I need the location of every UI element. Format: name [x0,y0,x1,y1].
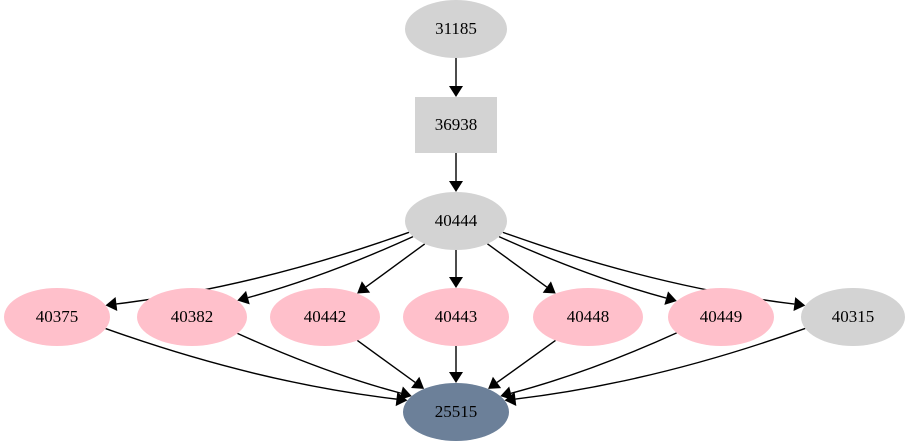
node-ellipse[interactable] [533,288,643,346]
node-ellipse[interactable] [4,288,110,346]
graph-node-40444[interactable]: 40444 [405,192,507,250]
node-ellipse[interactable] [403,383,509,441]
arrow-head-icon [105,297,118,311]
edge-line [237,332,402,394]
edge-40444-to-40449 [498,235,677,305]
graph-node-25515[interactable]: 25515 [403,383,509,441]
edge-40443-to-25515 [449,346,463,383]
graph-node-40382[interactable]: 40382 [137,288,247,346]
edge-40444-to-40443 [449,250,463,288]
arrow-head-icon [399,386,412,401]
edge-line [498,235,667,299]
node-ellipse[interactable] [801,288,905,346]
graph-node-40315[interactable]: 40315 [801,288,905,346]
edge-40444-to-40382 [237,235,414,305]
arrow-head-icon [237,290,250,305]
arrow-head-icon [411,376,425,389]
edge-40375-to-25515 [105,327,408,407]
graph-node-40448[interactable]: 40448 [533,288,643,346]
node-ellipse[interactable] [405,192,507,250]
edge-line [105,327,397,400]
graph-node-40442[interactable]: 40442 [270,288,380,346]
edge-line [247,235,414,299]
arrow-head-icon [449,372,463,383]
graph-node-36938[interactable]: 36938 [415,97,497,153]
node-ellipse[interactable] [403,288,509,346]
node-ellipse[interactable] [668,288,774,346]
graph-node-31185[interactable]: 31185 [405,0,507,58]
arrow-head-icon [449,277,463,288]
arrow-head-icon [664,291,677,305]
edge-line [515,327,806,400]
edge-40442-to-25515 [356,339,425,389]
edge-line [365,243,426,288]
edge-31185-to-36938 [449,58,463,97]
edge-40444-to-40442 [357,243,426,294]
node-ellipse[interactable] [137,288,247,346]
edge-line [356,339,416,383]
node-rect[interactable] [415,97,497,153]
edge-line [486,243,548,288]
arrow-head-icon [793,297,806,312]
edge-line [496,339,556,384]
arrow-head-icon [542,281,556,294]
graph-node-40375[interactable]: 40375 [4,288,110,346]
arrow-head-icon [488,376,502,389]
graph-node-40449[interactable]: 40449 [668,288,774,346]
edge-40444-to-40448 [486,243,556,294]
edge-40382-to-25515 [237,332,412,401]
edge-line [510,332,677,394]
arrow-head-icon [449,181,463,192]
arrow-head-icon [449,86,463,97]
node-ellipse[interactable] [270,288,380,346]
edge-40315-to-25515 [504,327,806,407]
arrow-head-icon [504,392,517,407]
graph-node-40443[interactable]: 40443 [403,288,509,346]
edge-40448-to-25515 [488,339,556,389]
edge-36938-to-40444 [449,153,463,192]
arrow-head-icon [357,281,371,294]
node-ellipse[interactable] [405,0,507,58]
